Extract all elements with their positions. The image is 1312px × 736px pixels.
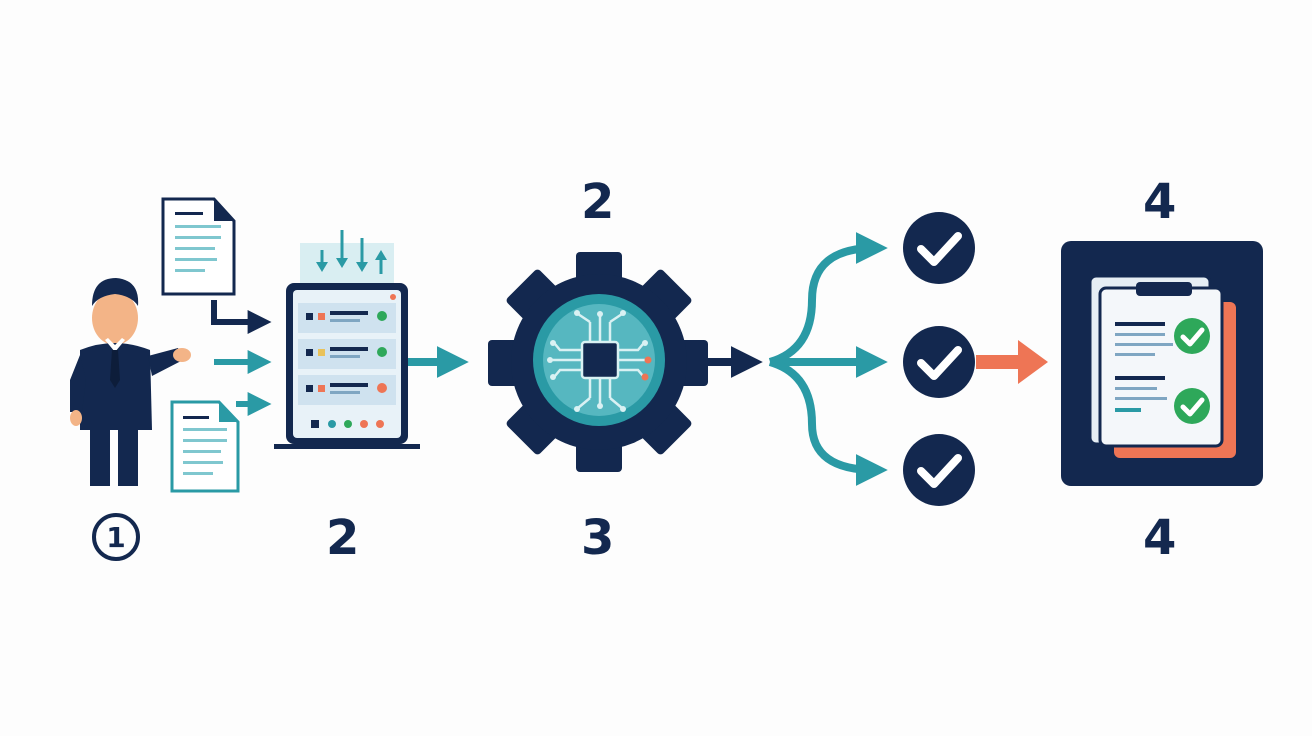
branch-arrow-bottom: [768, 358, 888, 486]
server-icon: [274, 230, 420, 449]
gear-chip-icon: [488, 252, 708, 472]
businessman-icon: [70, 278, 191, 486]
step-label-2-top: 2: [581, 174, 615, 230]
check-circle-icon-top: [903, 212, 975, 284]
step-label-1: 1: [92, 513, 140, 561]
step-label-4-top: 4: [1143, 174, 1177, 230]
document-icon-top: [161, 197, 236, 296]
check-circle-icon-middle: [903, 326, 975, 398]
branch-arrow-top: [768, 232, 888, 366]
report-clipboard-icon: [1061, 241, 1263, 486]
step-label-4-bottom: 4: [1143, 510, 1177, 566]
check-circle-icon-bottom: [903, 434, 975, 506]
document-icon-bottom: [170, 400, 240, 493]
step-label-3: 3: [581, 510, 615, 566]
input-arrow-top: [211, 300, 272, 334]
arrow-to-result: [976, 340, 1048, 384]
step-label-2-bottom: 2: [326, 510, 360, 566]
